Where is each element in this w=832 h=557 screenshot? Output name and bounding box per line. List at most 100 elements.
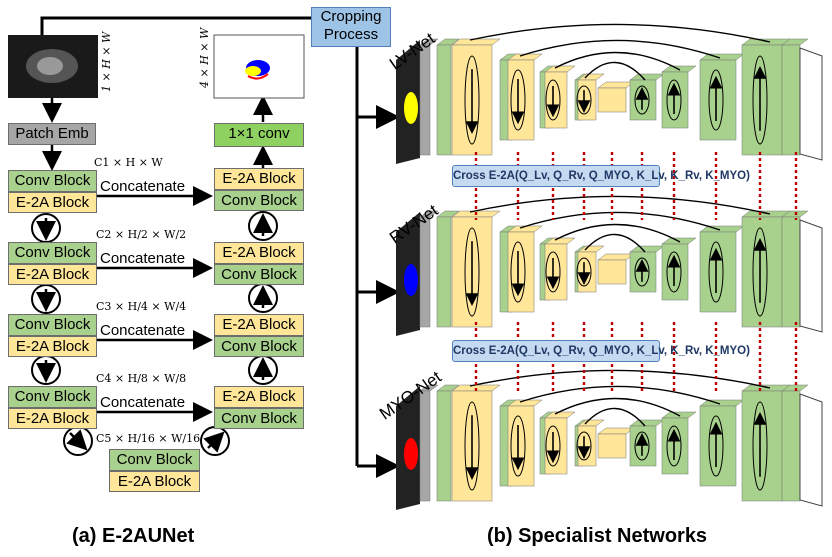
lv-flow-ellipse-5 [666,79,682,121]
conv1x1-box: 1×1 conv [214,123,304,147]
myo-flow-ellipse-2 [545,425,561,467]
lv-flow-ellipse-1 [510,69,526,131]
myo-block-8 [577,425,597,467]
myo-flow-ellipse-4 [634,431,650,461]
myo-block-9 [597,433,627,459]
lv-flow-ellipse-4 [634,85,650,115]
rv-block-0 [419,216,431,328]
rv-skip-arc-3 [584,233,646,253]
rv-flow-ellipse-2 [545,251,561,293]
enc2-conv: Conv Block [8,242,97,264]
enc3-conv: Conv Block [8,314,97,336]
lv-output-slice [799,47,823,161]
output-dim: 4 × H × W [198,27,211,88]
dec3-e2a: E-2A Block [214,314,304,336]
rv-block-13 [741,216,783,328]
enc4-e2a: E-2A Block [8,408,97,429]
dec1-e2a: E-2A Block [214,168,304,190]
enc2-e2a: E-2A Block [8,264,97,285]
rv-skip-arc-1 [519,211,721,231]
lv-flow-ellipse-3 [576,85,592,115]
lv-skip-arc-3 [584,61,646,81]
cross-e2a-bar-2: Cross E-2A(Q_Lv, Q_Rv, Q_MYO, K_Lv, K_Rv… [452,340,750,362]
myo-block-10 [629,425,657,467]
dim-c5: C5 × H/16 × W/16 [96,432,201,445]
cropping-line-1: Cropping [320,8,382,25]
lv-block-9 [597,87,627,113]
myo-flow-ellipse-6 [708,415,724,477]
lv-block-14 [781,44,801,156]
rv-flow-ellipse-6 [708,241,724,303]
myo-flow-ellipse-5 [666,425,682,467]
rv-skip-arc-0 [469,195,771,215]
myo-block-1 [436,390,452,502]
lv-block-11 [661,71,689,129]
lv-input-structure [404,92,418,124]
input-dim: 1 × H × W [100,31,113,92]
myo-block-13 [741,390,783,502]
lv-block-6 [544,71,568,129]
myo-block-12 [699,405,737,487]
lv-flow-ellipse-0 [464,55,480,145]
myo-block-9-top [597,427,635,435]
myo-flow-ellipse-7 [752,401,768,491]
myo-block-14 [781,390,801,502]
myo-skip-arc-2 [554,397,681,417]
dim-c3: C3 × H/4 × W/4 [96,300,187,313]
specialist-networks [396,23,823,510]
lv-block-1 [436,44,452,156]
dim-c2: C2 × H/2 × W/2 [96,228,187,241]
dec4-conv: Conv Block [214,408,304,429]
rv-block-8 [577,251,597,293]
myo-block-11 [661,417,689,475]
myo-block-12-top [699,399,745,407]
caption-b: (b) Specialist Networks [487,525,708,547]
rv-block-11 [661,243,689,301]
myo-block-6 [544,417,568,475]
dec1-conv: Conv Block [214,190,304,211]
lv-block-0 [419,44,431,156]
lv-block-10-top [629,73,665,81]
rv-input-structure [404,264,418,296]
rv-flow-ellipse-4 [634,257,650,287]
enc1-e2a: E-2A Block [8,192,97,213]
rv-block-14 [781,216,801,328]
rv-skip-arc-2 [554,223,681,243]
lv-block-2-top [451,38,501,46]
lv-block-8 [577,79,597,121]
dim-c4: C4 × H/8 × W/8 [96,372,187,385]
bottleneck-e2a: E-2A Block [109,471,200,492]
lv-flow-ellipse-6 [708,69,724,131]
myo-input-structure [404,438,418,470]
concat-label-2: Concatenate [100,250,186,267]
dec4-e2a: E-2A Block [214,386,304,408]
cross-e2a-bar-1: Cross E-2A(Q_Lv, Q_Rv, Q_MYO, K_Lv, K_Rv… [452,165,750,187]
concat-label-1: Concatenate [100,178,186,195]
dec2-conv: Conv Block [214,264,304,285]
lv-block-12-top [699,53,745,61]
cropping-process-box: Cropping Process [311,7,391,47]
lv-flow-ellipse-7 [752,55,768,145]
lv-skip-arc-2 [554,51,681,71]
rv-block-9 [597,259,627,285]
lv-block-10 [629,79,657,121]
rv-block-12 [699,231,737,313]
rv-block-6 [544,243,568,301]
lv-block-12 [699,59,737,141]
rv-block-12-top [699,225,745,233]
cropping-line-2: Process [323,26,379,43]
myo-flow-ellipse-0 [464,401,480,491]
myo-flow-ellipse-3 [576,431,592,461]
rv-flow-ellipse-5 [666,251,682,293]
myo-block-10-top [629,419,665,427]
dim-c1: C1 × H × W [94,156,163,169]
rv-output-slice [799,219,823,333]
myo-skip-arc-1 [519,385,721,405]
enc3-e2a: E-2A Block [8,336,97,357]
lv-skip-arc-1 [519,39,721,59]
concat-label-4: Concatenate [100,394,186,411]
lv-block-13 [741,44,783,156]
myo-flow-ellipse-1 [510,415,526,477]
enc1-conv: Conv Block [8,170,97,192]
